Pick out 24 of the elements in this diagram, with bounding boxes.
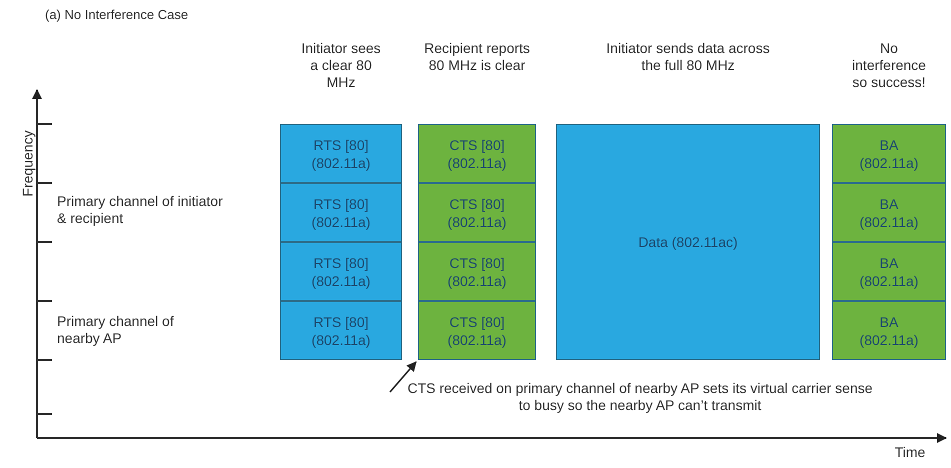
axis-title: Frequency [20,129,36,199]
callout-text: CTS received on primary channel of nearby AP sets its virtual carrier sense to busy so the nearby AP can’t transmit [400,380,880,414]
data-frame-block: Data (802.11ac) [556,124,820,360]
frame-block: BA (802.11a) [832,124,946,183]
column-header: Initiator sends data across the full 80 MHz [605,40,771,74]
column-header: No interference so success! [851,40,927,91]
leader-arrow [389,361,417,393]
frame-block: BA (802.11a) [832,301,946,360]
column-header: Initiator sees a clear 80 MHz [300,40,382,91]
frame-block: CTS [80] (802.11a) [418,301,536,360]
axis-title: Time [894,444,926,461]
column-header: Recipient reports 80 MHz is clear [423,40,531,74]
frame-block: BA (802.11a) [832,183,946,242]
row-label: Primary channel of initiator & recipient [57,193,224,227]
frame-block: CTS [80] (802.11a) [418,242,536,301]
frame-block: CTS [80] (802.11a) [418,183,536,242]
row-label: Primary channel of nearby AP [57,313,175,347]
frame-block: RTS [80] (802.11a) [280,242,402,301]
diagram-title: (a) No Interference Case [45,6,188,23]
frame-block: BA (802.11a) [832,242,946,301]
frame-block: RTS [80] (802.11a) [280,301,402,360]
frame-block: RTS [80] (802.11a) [280,183,402,242]
frame-block: RTS [80] (802.11a) [280,124,402,183]
frame-block: CTS [80] (802.11a) [418,124,536,183]
